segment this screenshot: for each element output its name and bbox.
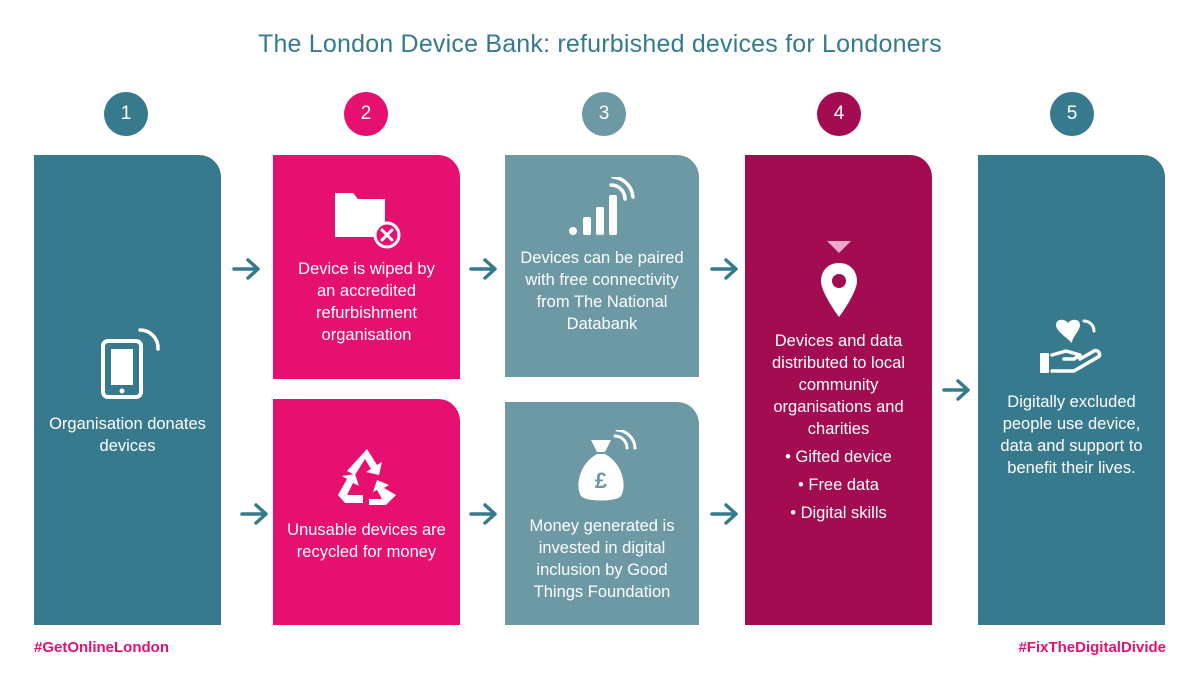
- step-4-circle: 4: [817, 92, 861, 136]
- list-item-digital-skills: • Digital skills: [790, 504, 887, 522]
- step-3-circle: 3: [582, 92, 626, 136]
- step-2-recycle-box: Unusable devices are recycled for money: [273, 399, 460, 625]
- folder-delete-icon: [335, 193, 401, 249]
- hashtag-fix-the-digital-divide: #FixTheDigitalDivide: [1018, 639, 1166, 656]
- distribute-text: Devices and data distributed to local co…: [772, 332, 905, 438]
- arrow-right-icon: [942, 379, 970, 401]
- step-5-circle: 5: [1050, 92, 1094, 136]
- hashtag-get-online-london: #GetOnlineLondon: [34, 639, 169, 656]
- arrow-right-icon: [710, 258, 738, 280]
- wipe-text: Device is wiped by an accredited refurbi…: [298, 260, 435, 344]
- arrow-right-icon: [469, 503, 497, 525]
- step-2-circle: 2: [344, 92, 388, 136]
- list-item-gifted-device: • Gifted device: [785, 448, 892, 466]
- distribute-list: • Gifted device • Free data • Digital sk…: [745, 443, 932, 527]
- step-1-circle: 1: [104, 92, 148, 136]
- money-text: Money generated is invested in digital i…: [529, 517, 675, 601]
- arrow-right-icon: [232, 258, 260, 280]
- donate-text: Organisation donates devices: [49, 415, 206, 455]
- signal-icon: [569, 177, 635, 235]
- heart-hand-icon: [1040, 319, 1102, 373]
- step-3-money-box: £ Money generated is invested in digital…: [505, 402, 699, 625]
- recycle-icon: [338, 449, 396, 505]
- step-3-connectivity-box: Devices can be paired with free connecti…: [505, 155, 699, 377]
- step-5-benefit-box: Digitally excluded people use device, da…: [978, 155, 1165, 625]
- location-pin-icon: [821, 241, 857, 317]
- list-item-free-data: • Free data: [798, 476, 879, 494]
- arrow-right-icon: [710, 503, 738, 525]
- step-1-donate-box: Organisation donates devices: [34, 155, 221, 625]
- arrow-right-icon: [469, 258, 497, 280]
- step-4-distribute-box: Devices and data distributed to local co…: [745, 155, 932, 625]
- money-bag-icon: £: [578, 430, 637, 501]
- page-title: The London Device Bank: refurbished devi…: [257, 30, 943, 58]
- benefit-text: Digitally excluded people use device, da…: [1000, 393, 1143, 477]
- recycle-text: Unusable devices are recycled for money: [287, 521, 446, 561]
- svg-text:£: £: [595, 468, 608, 493]
- arrow-right-icon: [240, 503, 268, 525]
- connectivity-text: Devices can be paired with free connecti…: [520, 249, 684, 333]
- step-2-wipe-box: Device is wiped by an accredited refurbi…: [273, 155, 460, 379]
- tablet-icon: [101, 328, 160, 399]
